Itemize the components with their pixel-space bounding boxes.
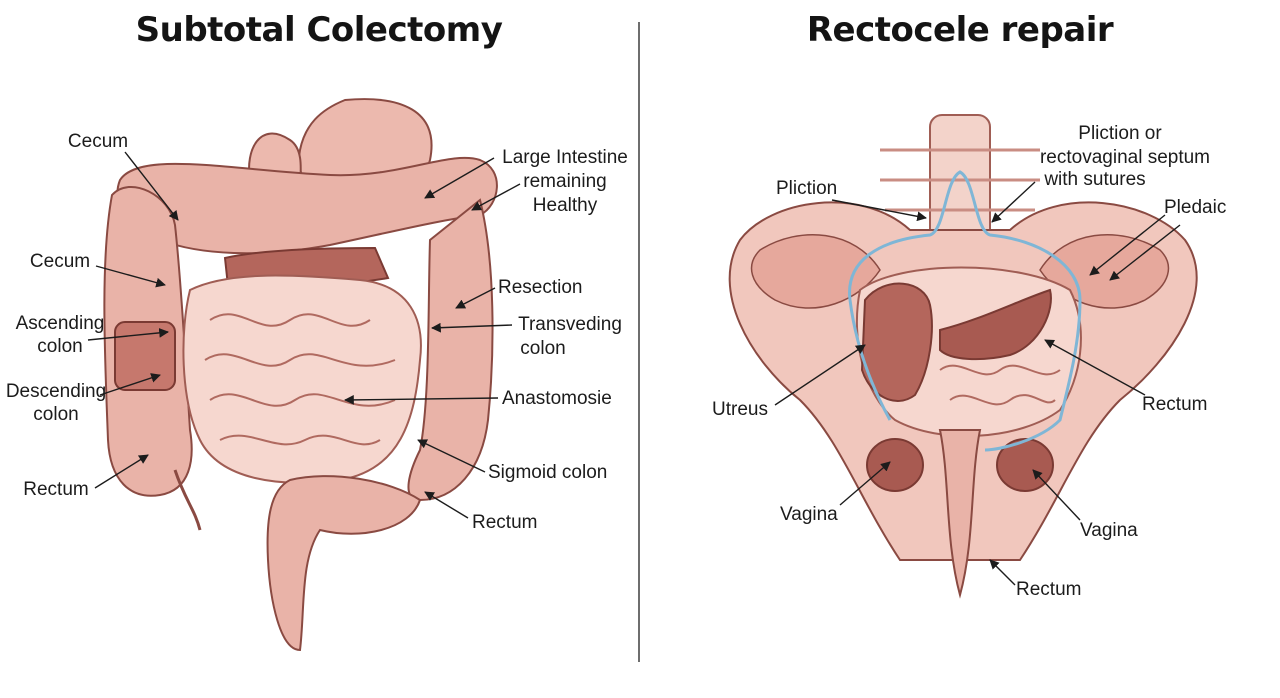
sigmoid-rectum-shape	[266, 475, 422, 652]
label-rectum-left: Rectum	[23, 479, 89, 500]
label-vagina-left: Vagina	[780, 504, 838, 525]
label-transveding-line2: colon	[520, 338, 566, 359]
leader-cecum-top	[124, 151, 179, 221]
suture-line-lower	[848, 299, 892, 421]
leader-pledaic-2	[1109, 224, 1181, 281]
leader-utreus	[774, 344, 866, 406]
label-descending-colon-line2: colon	[33, 404, 79, 425]
leader-ascending-colon	[87, 328, 169, 341]
leader-pledaic-1	[1089, 214, 1166, 276]
label-pliction-or-line1: Pliction or	[1078, 123, 1162, 144]
leader-cecum	[95, 265, 166, 288]
label-rectum-right: Rectum	[1142, 394, 1208, 415]
panel-title-subtotal-colectomy: Subtotal Colectomy	[135, 10, 503, 50]
leader-large-intestine-2	[471, 183, 521, 211]
label-rectum-bottom-left: Rectum	[472, 512, 538, 533]
panel-divider	[638, 22, 640, 662]
leader-rectum-right	[1044, 339, 1146, 396]
leader-resection	[455, 287, 496, 309]
label-vagina-right: Vagina	[1080, 520, 1138, 541]
label-large-intestine-line1: Large Intestine	[502, 147, 628, 168]
label-pledaic: Pledaic	[1164, 197, 1227, 218]
leader-descending-colon	[99, 373, 161, 396]
label-ascending-colon-line2: colon	[37, 336, 83, 357]
label-resection: Resection	[498, 277, 583, 298]
leader-sigmoid-colon	[417, 439, 486, 473]
small-intestine-loops	[204, 313, 396, 446]
label-sigmoid-colon: Sigmoid colon	[488, 462, 608, 483]
small-loops-shape	[939, 364, 1061, 406]
subtotal-colectomy-panel: Subtotal Colectomy	[0, 0, 638, 698]
leader-vagina-right	[1032, 469, 1081, 521]
uterus-shape	[860, 282, 933, 402]
label-cecum-top: Cecum	[67, 131, 129, 152]
label-utreus: Utreus	[712, 399, 768, 420]
leader-rectum-left	[94, 454, 149, 489]
label-descending-colon-line1: Descending	[5, 381, 107, 402]
cecum-tail-shape	[173, 469, 202, 531]
left-ovary-shape	[866, 438, 924, 492]
rectum-segment-shape	[939, 288, 1052, 361]
leader-pliction	[831, 199, 927, 222]
panel-title-rectocele-repair: Rectocele repair	[806, 10, 1114, 50]
small-intestine-shape	[182, 274, 422, 484]
label-anastomosie: Anastomosie	[502, 388, 612, 409]
label-transveding-line1: Transveding	[518, 314, 622, 335]
colectomy-illustration	[87, 98, 521, 652]
leader-rectum-bottom	[424, 491, 469, 519]
leader-large-intestine-1	[424, 157, 495, 199]
pelvis-left-wing	[750, 234, 881, 309]
ascending-colon-marked-segment	[114, 321, 176, 391]
label-pliction: Pliction	[776, 178, 838, 199]
label-large-intestine-line3: Healthy	[532, 195, 598, 216]
rectocele-illustration	[728, 114, 1198, 599]
vaginal-canal-shape	[938, 429, 982, 599]
leader-vagina-left	[839, 461, 891, 506]
leader-transveding	[431, 322, 513, 333]
leader-anastomosie	[344, 394, 499, 405]
leader-pliction-or	[991, 181, 1036, 223]
vertebra-lines	[880, 148, 1040, 212]
label-rectum-bottom-right: Rectum	[1016, 579, 1082, 600]
label-pliction-or-line2: rectovaginal septum	[1039, 147, 1211, 168]
rectocele-repair-panel: Rectocele repair	[640, 0, 1280, 698]
label-large-intestine-line2: remaining	[523, 171, 607, 192]
label-pliction-or-line3: with sutures	[1044, 169, 1146, 190]
label-ascending-colon-line1: Ascending	[15, 313, 105, 334]
suture-line	[848, 170, 1082, 452]
leader-rectum-bottom	[989, 559, 1016, 586]
label-cecum: Cecum	[29, 251, 91, 272]
